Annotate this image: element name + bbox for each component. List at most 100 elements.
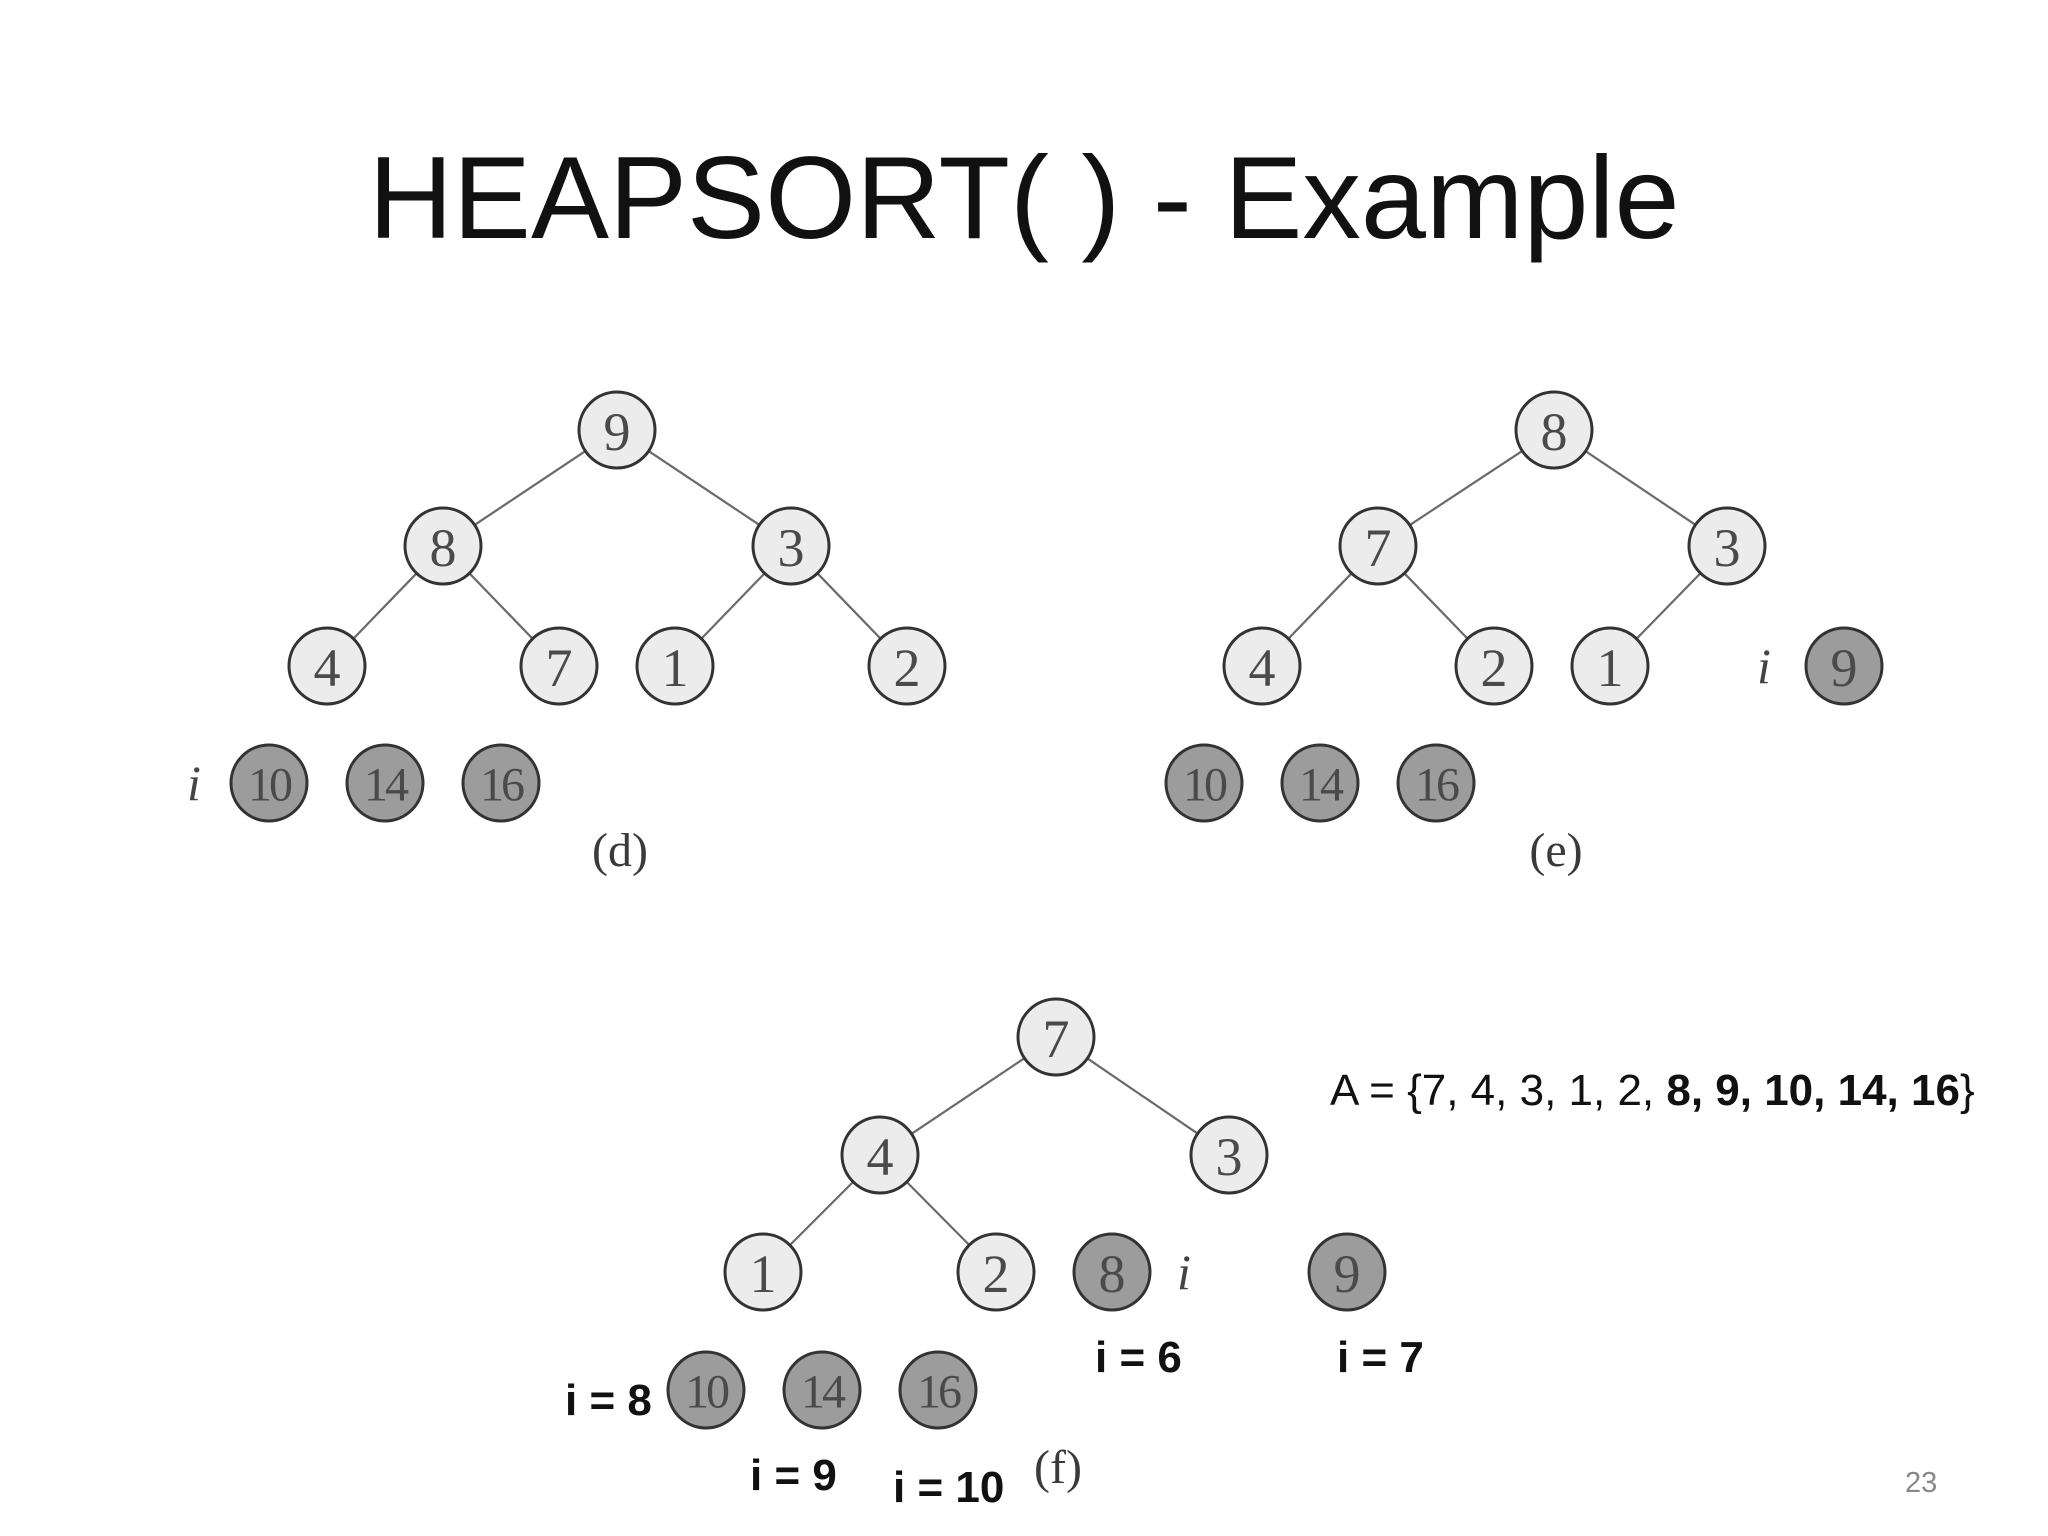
tree-edge: [700, 572, 766, 640]
node-circle: [1570, 626, 1650, 706]
index-label: i = 6: [1095, 1333, 1182, 1382]
node-value: 7: [1365, 518, 1392, 578]
node-value: 4: [314, 638, 341, 698]
sorted-node: 14: [782, 1350, 862, 1430]
node-value: 9: [1334, 1244, 1361, 1304]
tree-edge: [352, 572, 418, 640]
heap-node: 3: [751, 506, 831, 586]
node-value: 2: [894, 638, 921, 698]
heap-node: 9: [577, 390, 657, 470]
node-circle: [956, 1232, 1036, 1312]
node-circle: [1222, 626, 1302, 706]
sorted-node: 9: [1307, 1232, 1387, 1312]
i-pointer: i: [1757, 638, 1771, 694]
node-circle: [345, 743, 425, 823]
heap-tree-d: 9 8 3 4 7 1 2 10 14 16 i (d): [187, 390, 947, 877]
index-label: i = 9: [750, 1451, 837, 1500]
tree-edge: [1086, 1057, 1199, 1135]
node-value: 1: [662, 638, 689, 698]
node-circle: [723, 1232, 803, 1312]
node-circle: [1338, 506, 1418, 586]
node-circle: [1189, 1115, 1269, 1195]
node-value: 3: [1714, 518, 1741, 578]
heap-node: 7: [519, 626, 599, 706]
tree-edge: [1635, 572, 1702, 640]
tree-caption: (e): [1529, 824, 1582, 877]
tree-edge: [1403, 572, 1469, 640]
array-suffix: }: [1959, 1066, 1975, 1115]
node-value: 4: [1249, 638, 1276, 698]
node-circle: [635, 626, 715, 706]
array-prefix: A = {: [1330, 1066, 1422, 1115]
tree-edge: [648, 450, 760, 526]
tree-edge: [910, 1057, 1026, 1135]
tree-edge: [468, 572, 534, 640]
heap-node: 7: [1338, 506, 1418, 586]
node-circle: [1454, 626, 1534, 706]
sorted-node: 10: [229, 743, 309, 823]
index-label: i = 8: [565, 1376, 652, 1425]
slide-title: HEAPSORT( ) - Example: [368, 132, 1680, 263]
page-number: 23: [1905, 1467, 1938, 1499]
node-circle: [287, 626, 367, 706]
heap-node: 7: [1016, 997, 1096, 1077]
node-value: 8: [1541, 402, 1568, 462]
node-value: 9: [604, 402, 631, 462]
tree-caption: (d): [592, 824, 648, 877]
node-circle: [1307, 1232, 1387, 1312]
node-circle: [840, 1115, 920, 1195]
node-circle: [577, 390, 657, 470]
tree-edge: [905, 1181, 971, 1246]
node-value: 16: [1415, 759, 1459, 812]
heap-node: 8: [1514, 390, 1594, 470]
tree-edge: [1584, 450, 1697, 526]
node-circle: [898, 1350, 978, 1430]
node-circle: [1164, 743, 1244, 823]
heap-node: 2: [956, 1232, 1036, 1312]
array-sorted-part: 8, 9, 10, 14, 16: [1666, 1066, 1960, 1115]
i-pointer: i: [187, 755, 201, 811]
heap-node: 4: [840, 1115, 920, 1195]
tree-edge: [474, 450, 586, 526]
node-circle: [403, 506, 483, 586]
node-circle: [1016, 997, 1096, 1077]
node-value: 8: [430, 518, 457, 578]
sorted-node: 16: [461, 743, 541, 823]
tree-edge: [816, 572, 882, 640]
node-circle: [751, 506, 831, 586]
node-value: 3: [778, 518, 805, 578]
node-value: 1: [750, 1244, 777, 1304]
sorted-node: 16: [898, 1350, 978, 1430]
node-value: 1: [1597, 638, 1624, 698]
node-value: 7: [1043, 1009, 1070, 1069]
node-circle: [1072, 1232, 1152, 1312]
node-circle: [1396, 743, 1476, 823]
tree-edge: [789, 1181, 854, 1246]
node-value: 14: [364, 759, 409, 812]
sorted-node: 9: [1804, 626, 1884, 706]
tree-caption: (f): [1034, 1441, 1082, 1494]
node-circle: [1687, 506, 1767, 586]
node-value: 8: [1099, 1244, 1126, 1304]
sorted-node: 16: [1396, 743, 1476, 823]
heap-node: 3: [1687, 506, 1767, 586]
node-circle: [519, 626, 599, 706]
heap-node: 1: [723, 1232, 803, 1312]
node-value: 7: [546, 638, 573, 698]
sorted-node: 14: [1280, 743, 1360, 823]
array-state: A = {7, 4, 3, 1, 2, 8, 9, 10, 14, 16}: [1330, 1066, 1975, 1116]
node-circle: [461, 743, 541, 823]
tree-edge: [1409, 449, 1523, 527]
node-circle: [1280, 743, 1360, 823]
node-circle: [1514, 390, 1594, 470]
sorted-node: 8: [1072, 1232, 1152, 1312]
node-value: 16: [480, 759, 524, 812]
heap-node: 8: [403, 506, 483, 586]
heap-node: 2: [1454, 626, 1534, 706]
node-value: 16: [917, 1366, 961, 1419]
node-value: 2: [1481, 638, 1508, 698]
node-circle: [782, 1350, 862, 1430]
